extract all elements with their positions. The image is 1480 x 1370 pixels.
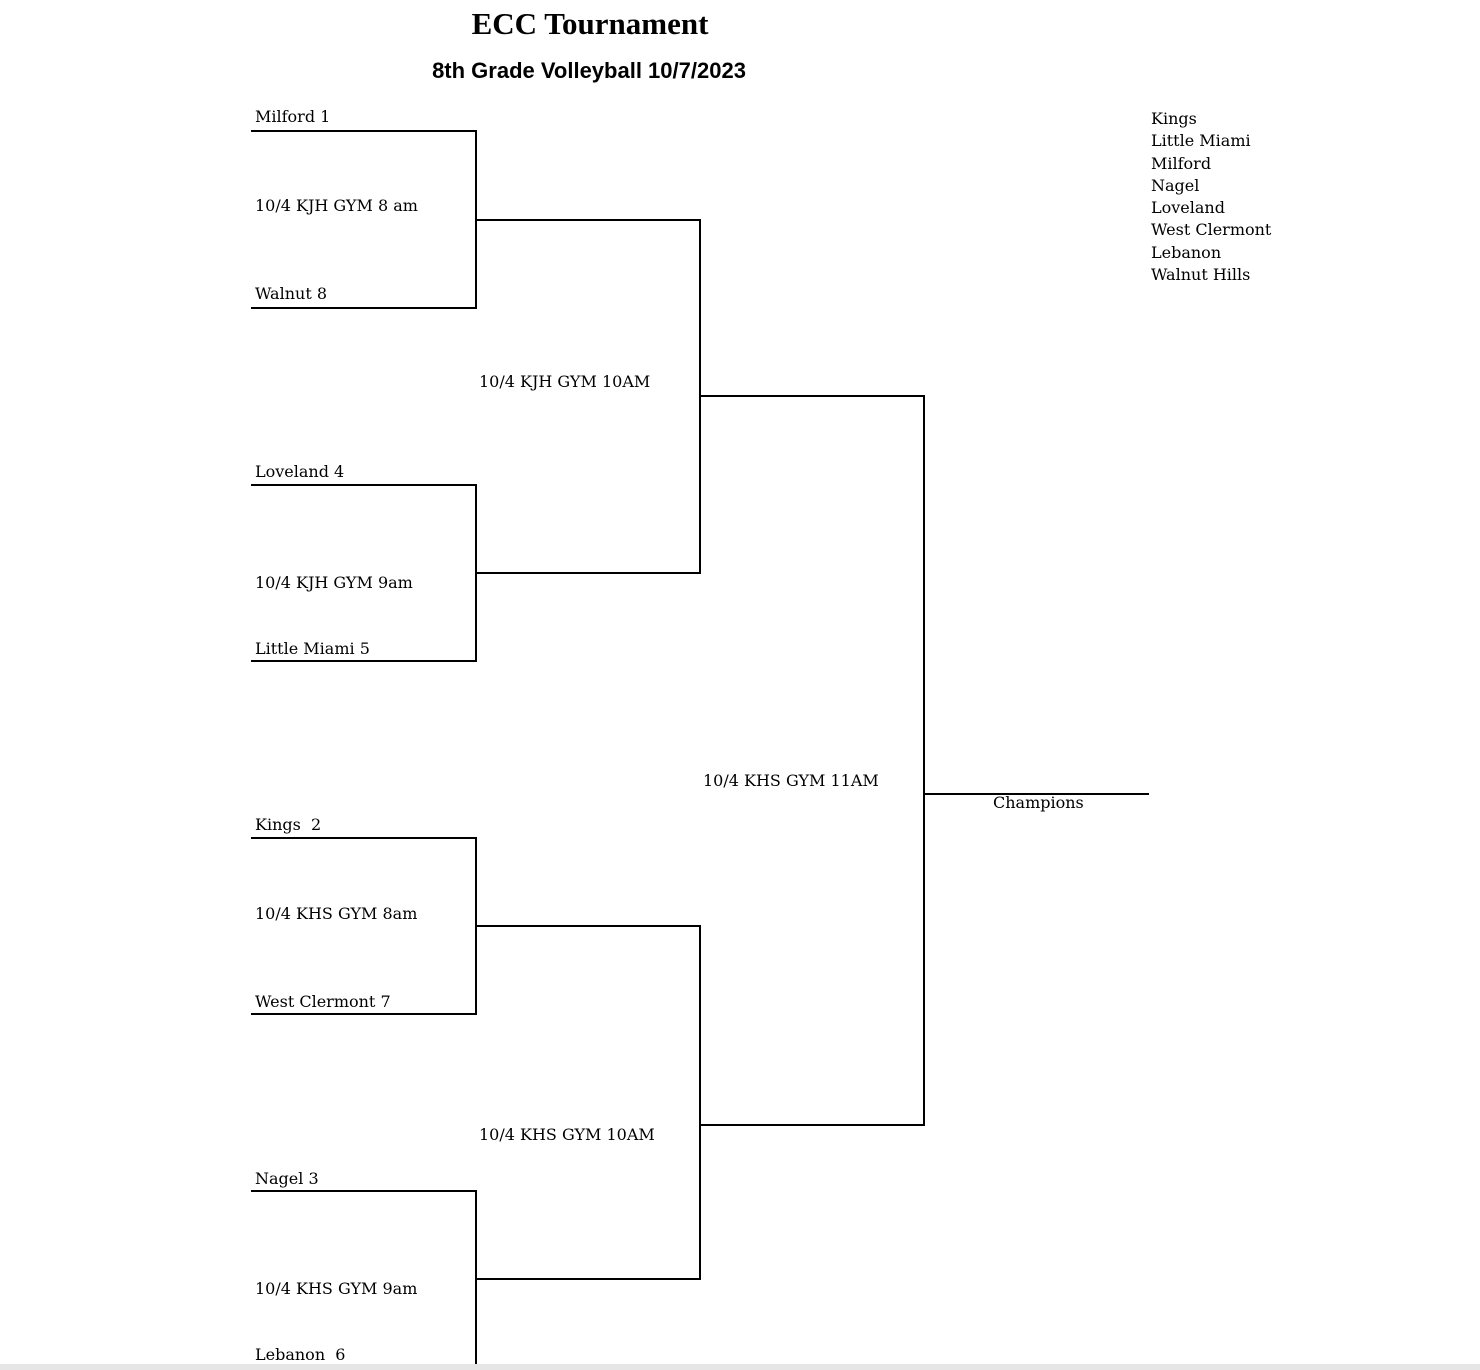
game-info-r1-m1: 10/4 KJH GYM 8 am: [255, 196, 418, 215]
bracket-line: [475, 1278, 701, 1280]
team-list-item: Loveland: [1151, 198, 1225, 218]
game-info-final: 10/4 KHS GYM 11AM: [703, 771, 879, 790]
bracket-line: [699, 395, 925, 397]
seed-label-west-clermont: West Clermont 7: [255, 992, 391, 1011]
bracket-line: [475, 572, 701, 574]
bracket-line: [251, 660, 477, 662]
page-edge-strip: [0, 1364, 1480, 1370]
bracket-line: [251, 307, 477, 309]
team-list-item: Walnut Hills: [1151, 265, 1251, 285]
team-list: Kings Little Miami Milford Nagel Lovelan…: [1151, 108, 1271, 286]
bracket-line: [699, 1124, 925, 1126]
bracket-line: [251, 130, 477, 132]
seed-label-lebanon: Lebanon 6: [255, 1345, 346, 1364]
bracket-line: [251, 837, 477, 839]
seed-label-kings: Kings 2: [255, 815, 322, 834]
bracket-line: [251, 1190, 477, 1192]
team-list-item: Milford: [1151, 153, 1212, 173]
champion-line: [923, 793, 1149, 795]
bracket-line: [475, 219, 701, 221]
game-info-semifinal-bottom: 10/4 KHS GYM 10AM: [479, 1125, 655, 1144]
game-info-r1-m4: 10/4 KHS GYM 9am: [255, 1279, 418, 1298]
bracket-line: [251, 1013, 477, 1015]
game-info-r1-m2: 10/4 KJH GYM 9am: [255, 573, 413, 592]
seed-label-milford: Milford 1: [255, 107, 331, 126]
page-title: ECC Tournament: [471, 6, 709, 41]
game-info-r1-m3: 10/4 KHS GYM 8am: [255, 904, 418, 923]
seed-label-walnut: Walnut 8: [255, 284, 328, 303]
champions-label: Champions: [993, 793, 1084, 812]
team-list-item: West Clermont: [1151, 220, 1272, 240]
seed-label-nagel: Nagel 3: [255, 1169, 319, 1188]
team-list-item: Lebanon: [1151, 242, 1222, 262]
team-list-item: Kings: [1151, 109, 1197, 128]
seed-label-loveland: Loveland 4: [255, 462, 345, 481]
bracket-line: [251, 484, 477, 486]
page-subtitle: 8th Grade Volleyball 10/7/2023: [432, 58, 746, 83]
bracket-line: [699, 925, 701, 1280]
seed-label-little-miami: Little Miami 5: [255, 639, 370, 658]
team-list-item: Nagel: [1151, 175, 1200, 195]
bracket-line: [475, 925, 701, 927]
team-list-item: Little Miami: [1151, 131, 1251, 151]
game-info-semifinal-top: 10/4 KJH GYM 10AM: [479, 372, 651, 391]
bracket-line: [923, 395, 925, 1126]
